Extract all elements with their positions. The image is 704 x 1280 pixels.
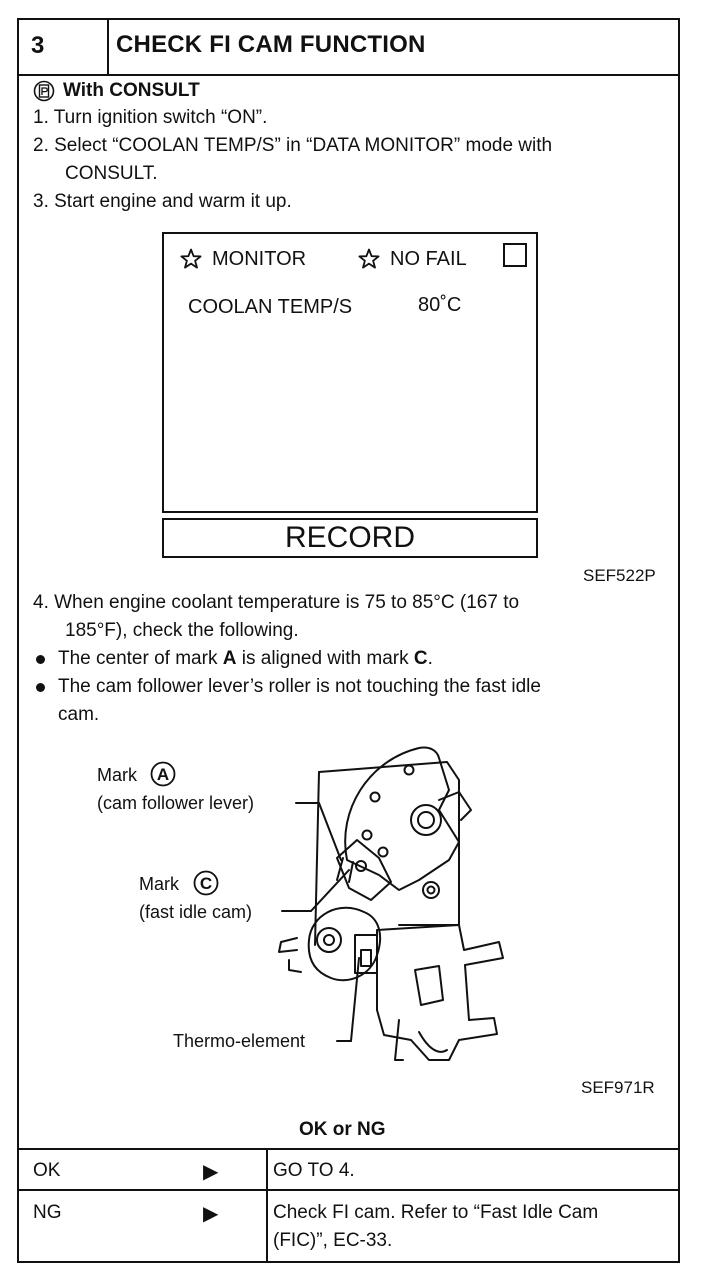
- step-4: 4. When engine coolant temperature is 75…: [33, 592, 520, 613]
- svg-text:A: A: [157, 765, 169, 784]
- mark-a-description: (cam follower lever): [97, 793, 255, 813]
- consult-label: With CONSULT: [63, 80, 200, 101]
- result-title: OK or NG: [299, 1119, 386, 1140]
- step-3: 3. Start engine and warm it up.: [33, 191, 292, 212]
- result-ng-action-continued: (FIC)”, EC-33.: [273, 1230, 393, 1251]
- mark-c-description: (fast idle cam): [139, 902, 253, 922]
- monitor-label: MONITOR: [212, 248, 307, 270]
- no-fail-label: NO FAIL: [390, 248, 467, 270]
- svg-text:C: C: [200, 874, 212, 893]
- bullet: [36, 655, 45, 664]
- step-2-continued: CONSULT.: [65, 163, 158, 184]
- no-fail-checkbox: [503, 243, 527, 267]
- star-icon: [358, 248, 380, 269]
- right-arrow-icon: ▶: [203, 1203, 219, 1225]
- result-ok-label: OK: [33, 1160, 61, 1181]
- result-ng-action: Check FI cam. Refer to “Fast Idle Cam: [273, 1202, 599, 1223]
- table-divider: [266, 1148, 268, 1261]
- figure-code-2: SEF971R: [581, 1078, 655, 1097]
- step-2: 2. Select “COOLAN TEMP/S” in “DATA MONIT…: [33, 135, 553, 156]
- result-ng-label: NG: [33, 1202, 62, 1223]
- monitor-item-value: 80˚C: [418, 294, 462, 316]
- table-line: [19, 1148, 678, 1150]
- mark-c-label: Mark: [139, 874, 179, 894]
- step-header: 3 CHECK FI CAM FUNCTION: [19, 20, 678, 76]
- star-icon: [180, 248, 202, 269]
- mark-c-symbol: C: [193, 870, 219, 896]
- mark-a-symbol: A: [150, 761, 176, 787]
- monitor-item-name: COOLAN TEMP/S: [188, 296, 353, 318]
- consult-icon: [33, 80, 55, 102]
- procedure-sheet: 3 CHECK FI CAM FUNCTION With CONSULT 1. …: [17, 18, 680, 1263]
- consult-monitor-screen: MONITOR NO FAIL COOLAN TEMP/S 80˚C: [162, 232, 538, 513]
- right-arrow-icon: ▶: [203, 1161, 219, 1183]
- check-item-2-continued: cam.: [58, 704, 100, 725]
- step-title: CHECK FI CAM FUNCTION: [116, 31, 426, 58]
- step-4-continued: 185°F), check the following.: [65, 620, 299, 641]
- bullet: [36, 683, 45, 692]
- thermo-element-label: Thermo-element: [173, 1031, 306, 1051]
- fast-idle-cam-diagram: [278, 746, 504, 1061]
- mark-a-label: Mark: [97, 765, 137, 785]
- record-button: RECORD: [162, 518, 538, 558]
- check-item-2: The cam follower lever’s roller is not t…: [58, 676, 541, 697]
- step-number: 3: [31, 32, 45, 59]
- check-item-1: The center of mark A is aligned with mar…: [58, 648, 433, 669]
- result-ok-action: GO TO 4.: [273, 1160, 355, 1181]
- step-1: 1. Turn ignition switch “ON”.: [33, 107, 268, 128]
- header-divider: [107, 20, 109, 74]
- table-line: [19, 1189, 678, 1191]
- figure-code-1: SEF522P: [583, 566, 656, 585]
